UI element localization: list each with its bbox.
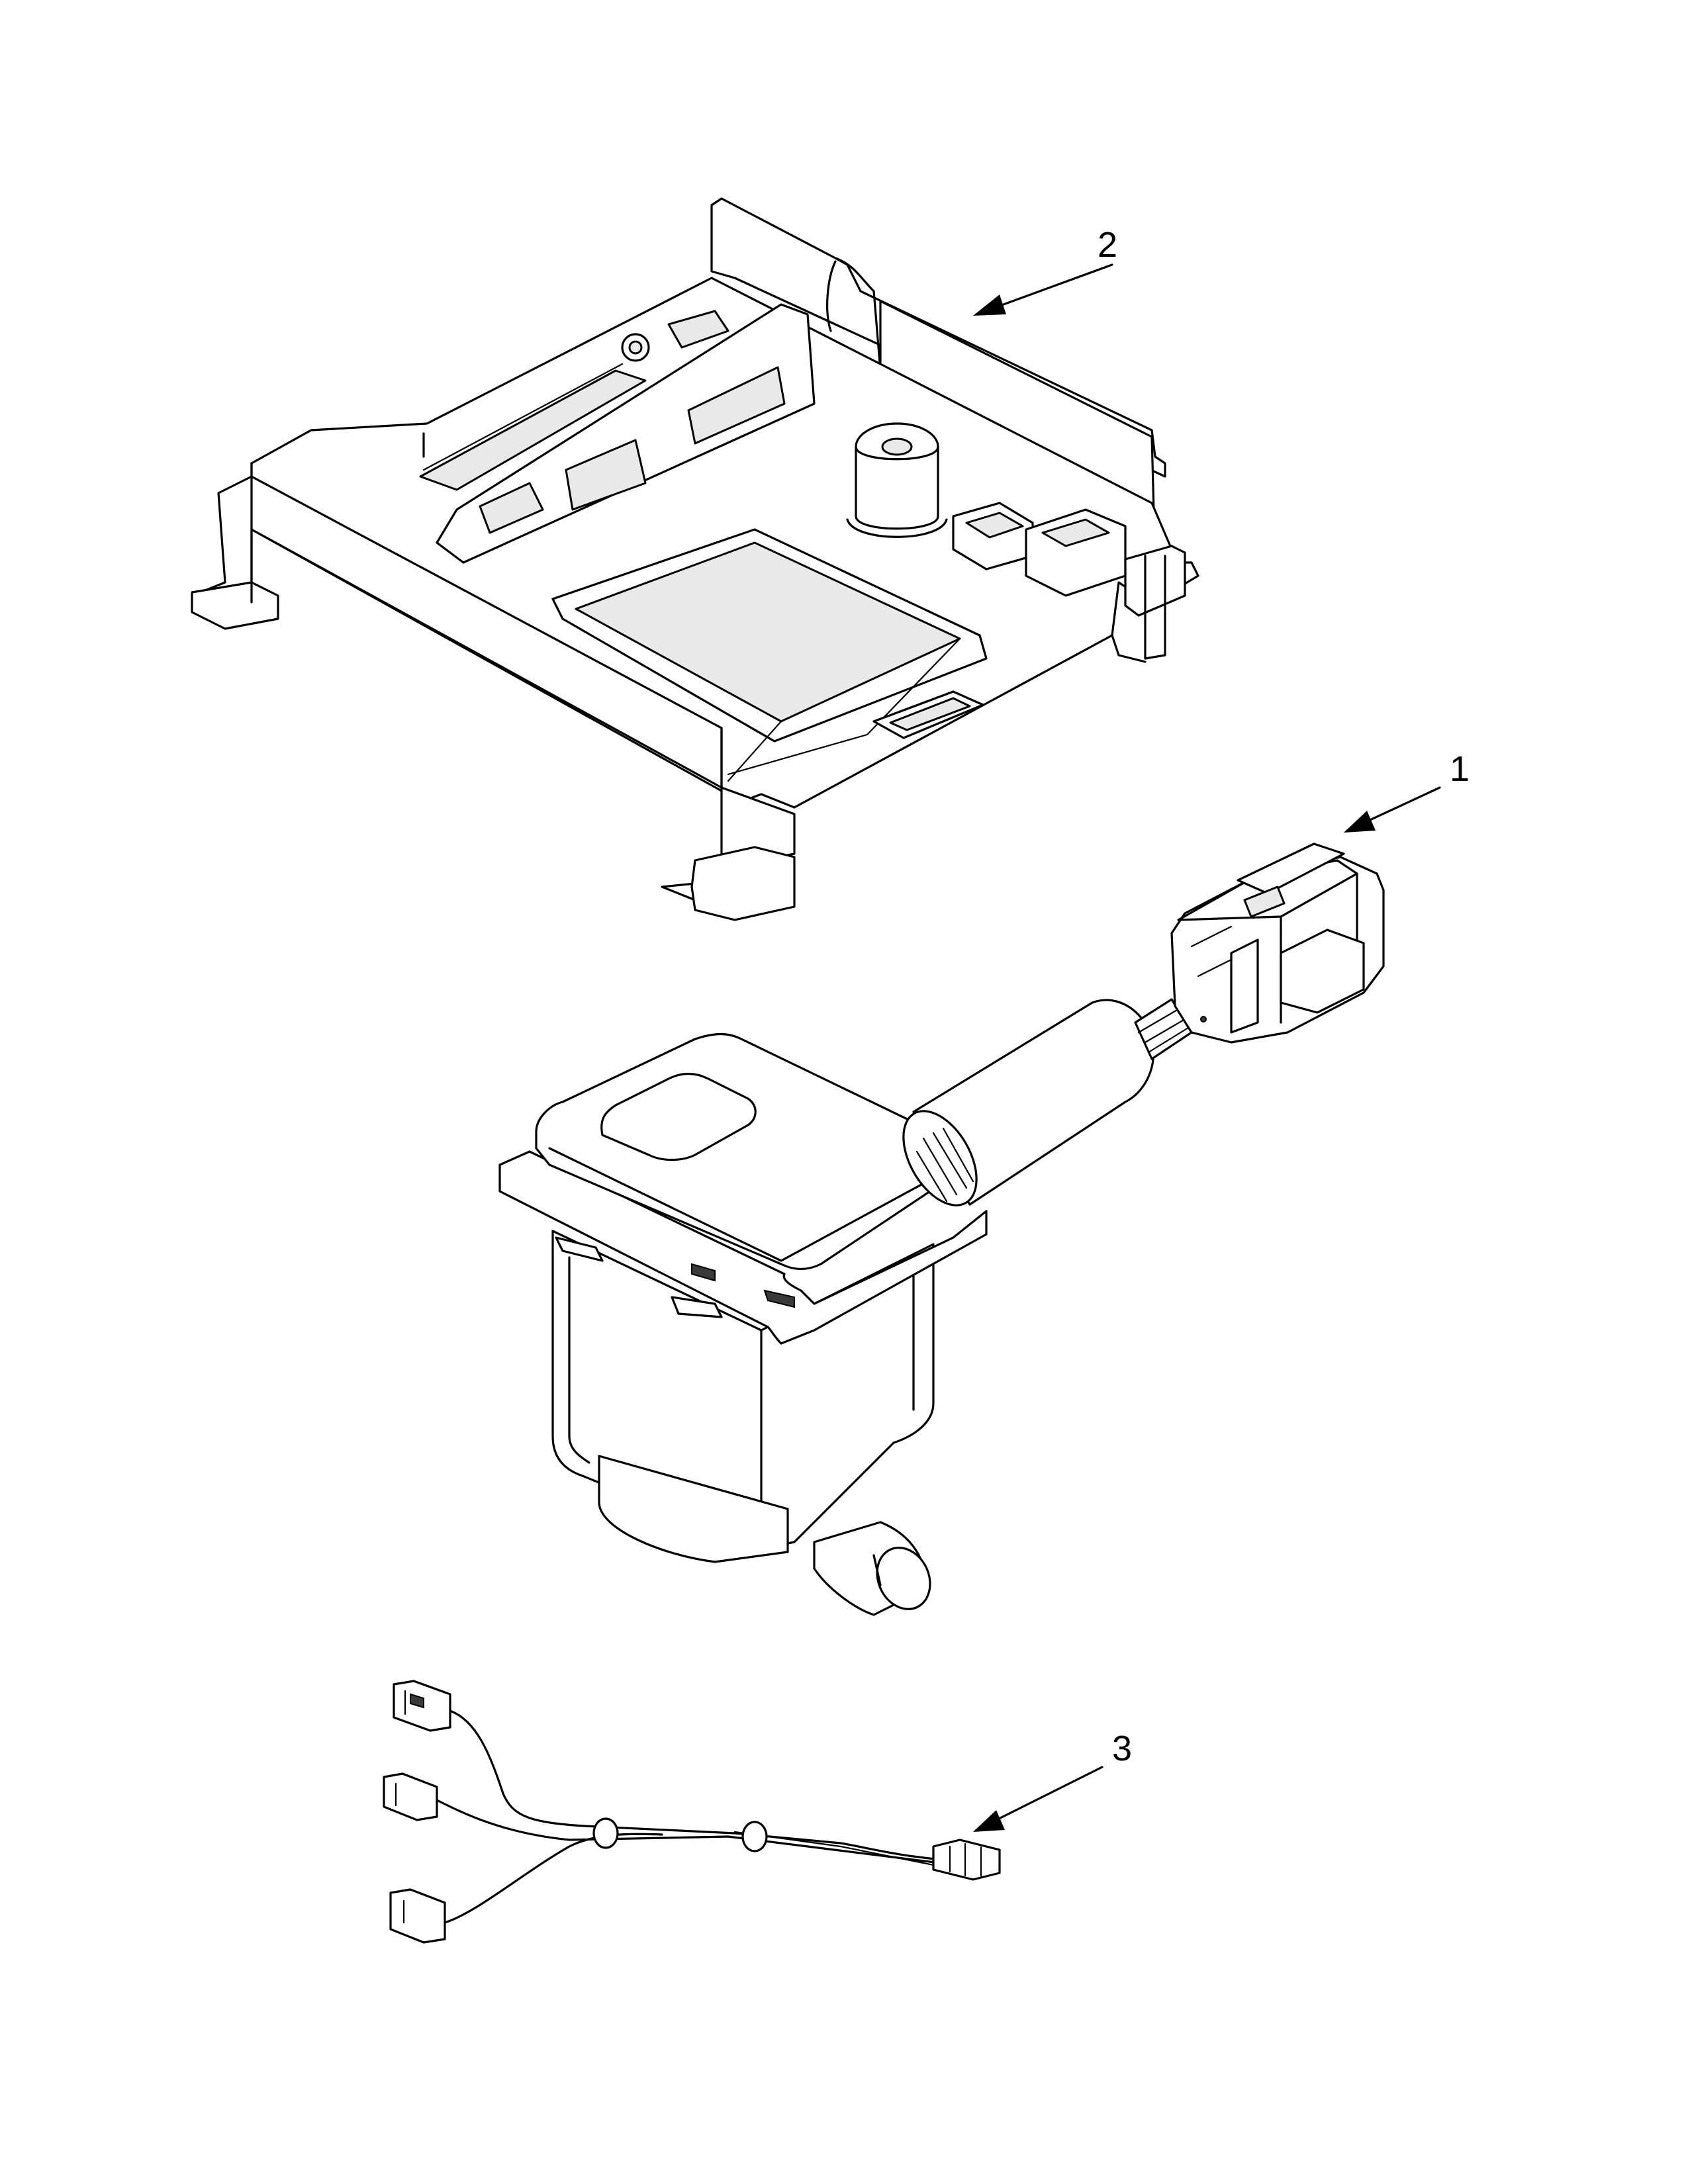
- callout-label-1: 1: [1450, 749, 1470, 789]
- callout-label-3: 3: [1112, 1729, 1132, 1768]
- part-2-dispenser-housing[interactable]: [191, 197, 1199, 921]
- leader-line-2: [973, 263, 1113, 316]
- part-1-valve-assembly[interactable]: [498, 842, 1385, 1618]
- part-3-wire-harness[interactable]: [383, 1680, 1001, 1944]
- callout-label-2: 2: [1098, 225, 1117, 265]
- leader-line-1: [1344, 786, 1441, 833]
- leader-line-3: [973, 1766, 1103, 1832]
